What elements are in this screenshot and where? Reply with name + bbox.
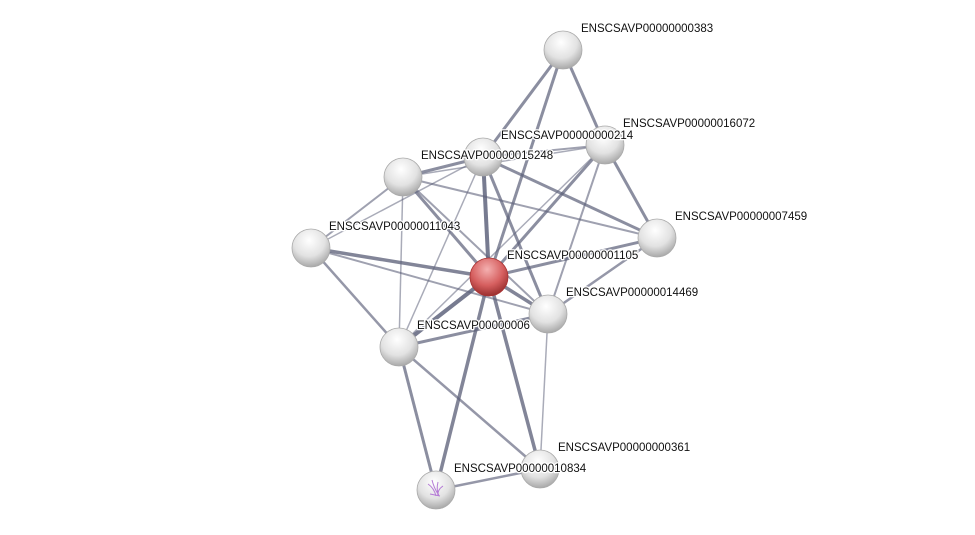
node-label: ENSCSAVP00000000214 bbox=[501, 130, 634, 142]
protein-structure-icon bbox=[427, 479, 444, 497]
node-label: ENSCSAVP00000011043 bbox=[329, 221, 460, 233]
edge-C-H[interactable] bbox=[481, 156, 550, 315]
edge-F-G[interactable] bbox=[310, 246, 490, 279]
edge-D-H[interactable] bbox=[402, 176, 549, 315]
edge-H-I[interactable] bbox=[398, 312, 549, 349]
edge-C-F[interactable] bbox=[310, 156, 484, 249]
edge-G-J[interactable] bbox=[487, 276, 542, 470]
edge-D-E[interactable] bbox=[402, 176, 658, 239]
edge-B-I[interactable] bbox=[398, 144, 606, 348]
node-label: ENSCSAVP00000010834 bbox=[454, 463, 587, 475]
edge-F-I[interactable] bbox=[310, 247, 400, 348]
protein-node[interactable] bbox=[528, 294, 568, 334]
edge-G-K[interactable] bbox=[434, 276, 491, 491]
node-label: ENSCSAVP00000000383 bbox=[581, 23, 713, 35]
edge-D-G[interactable] bbox=[401, 176, 491, 278]
protein-node[interactable] bbox=[379, 327, 419, 367]
query-protein-node[interactable] bbox=[469, 257, 509, 297]
edge-I-K[interactable] bbox=[397, 346, 438, 491]
edge-B-H[interactable] bbox=[547, 144, 606, 315]
edge-A-G[interactable] bbox=[487, 49, 565, 278]
protein-node[interactable] bbox=[291, 228, 331, 268]
edge-B-D[interactable] bbox=[402, 144, 606, 178]
node-layer bbox=[291, 30, 677, 510]
edge-H-J[interactable] bbox=[539, 313, 549, 470]
node-label: ENSCSAVP00000001105 bbox=[507, 250, 638, 262]
edge-F-H[interactable] bbox=[310, 247, 549, 315]
protein-node[interactable] bbox=[463, 137, 503, 177]
edge-C-I[interactable] bbox=[398, 156, 484, 348]
protein-node[interactable] bbox=[585, 125, 625, 165]
node-label: ENSCSAVP00000006 bbox=[417, 320, 530, 332]
node-label: ENSCSAVP00000007459 bbox=[675, 211, 807, 223]
protein-node[interactable] bbox=[637, 218, 677, 258]
edge-B-C[interactable] bbox=[482, 144, 606, 158]
protein-node[interactable] bbox=[383, 157, 423, 197]
edge-H-E[interactable] bbox=[547, 236, 658, 316]
edge-A-C[interactable] bbox=[481, 49, 565, 158]
label-layer: ENSCSAVP00000000383ENSCSAVP00000016072EN… bbox=[328, 22, 809, 477]
protein-node[interactable] bbox=[543, 30, 583, 70]
node-label: ENSCSAVP00000015248 bbox=[421, 150, 553, 162]
edge-I-J[interactable] bbox=[398, 346, 541, 470]
protein-node[interactable] bbox=[520, 449, 560, 489]
node-label: ENSCSAVP00000016072 bbox=[623, 118, 755, 130]
edge-C-E[interactable] bbox=[482, 155, 658, 240]
node-label: ENSCSAVP00000000361 bbox=[558, 442, 690, 454]
node-label: ENSCSAVP00000014469 bbox=[566, 287, 698, 299]
edge-G-E[interactable] bbox=[488, 236, 658, 279]
edge-layer bbox=[310, 49, 659, 492]
